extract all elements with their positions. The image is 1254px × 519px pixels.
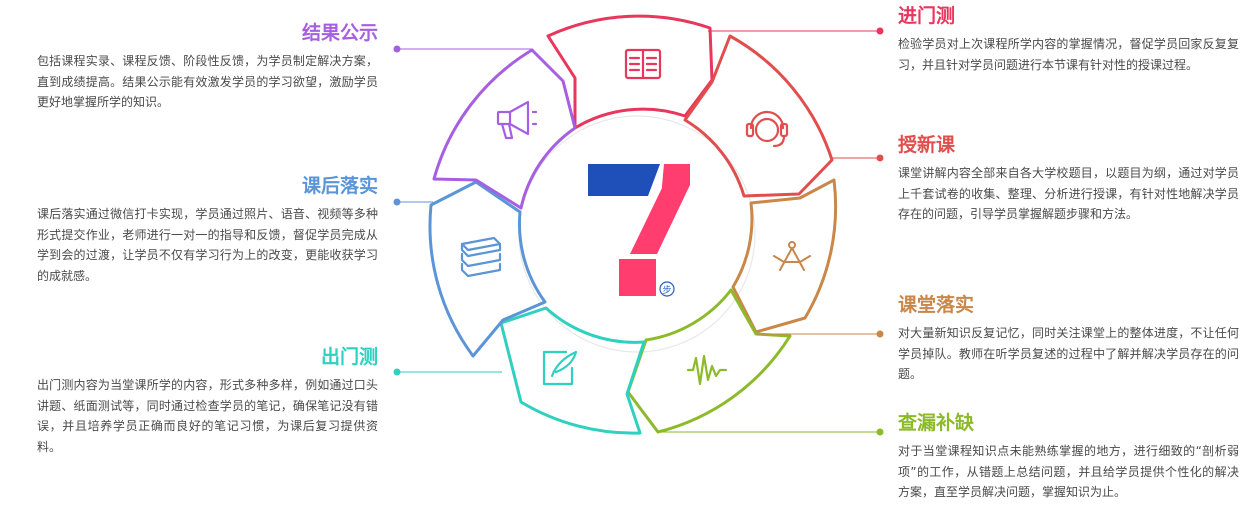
- step-description: 包括课程实录、课程反馈、阶段性反馈，为学员制定解决方案，直到成绩提高。结果公示能…: [37, 54, 378, 109]
- step-title: 课后落实: [301, 175, 378, 197]
- connector-ketangluoshi: [757, 330, 884, 338]
- book-stack-icon: [460, 236, 502, 278]
- step-jieguogongshi: 结果公示 包括课程实录、课程反馈、阶段性反馈，为学员制定解决方案，直到成绩提高。…: [37, 21, 378, 113]
- step-description: 对于当堂课程知识点未能熟练掌握的地方，进行细致的“剖析弱项”的工作，从错题上总结…: [898, 444, 1239, 499]
- step-title: 课堂落实: [898, 294, 975, 316]
- step-chaloubuque: 查漏补缺 对于当堂课程知识点未能熟练掌握的地方，进行细致的“剖析弱项”的工作，从…: [898, 411, 1239, 503]
- segment-chaloubuque: [626, 288, 792, 434]
- step-chumence: 出门测 出门测内容为当堂课所学的内容，形式多种多样，例如通过口头讲题、纸面测试等…: [37, 345, 378, 457]
- center-logo: 步: [588, 164, 690, 297]
- step-description: 出门测内容为当堂课所学的内容，形式多种多样，例如通过口头讲题、纸面测试等，同时通…: [37, 378, 378, 454]
- segment-jieguogongshi: [432, 48, 577, 210]
- segment-chumence: [499, 306, 646, 435]
- segment-jinmence: [546, 14, 714, 130]
- step-description: 检验学员对上次课程所学内容的掌握情况，督促学员回家反复复习，并且针对学员问题进行…: [898, 37, 1239, 72]
- headset-icon: [745, 110, 789, 148]
- connector-kehouluoshi: [393, 198, 433, 206]
- note-edit-icon: [542, 350, 578, 386]
- connector-shouxinke: [832, 154, 884, 162]
- segment-shouxinke: [683, 34, 834, 198]
- segment-ketangluoshi: [731, 178, 838, 334]
- connector-chaloubuque: [658, 428, 884, 436]
- connector-jieguogongshi: [393, 45, 533, 53]
- step-title: 结果公示: [301, 22, 378, 44]
- step-title: 授新课: [898, 134, 956, 156]
- step-ketangluoshi: 课堂落实 对大量新知识反复记忆，同时关注课堂上的整体进度，不让任何学员掉队。教师…: [898, 293, 1239, 385]
- step-kehouluoshi: 课后落实 课后落实通过微信打卡实现，学员通过照片、语音、视频等多种形式提交作业，…: [37, 174, 378, 286]
- step-title: 进门测: [898, 5, 956, 27]
- step-description: 课后落实通过微信打卡实现，学员通过照片、语音、视频等多种形式提交作业，老师进行一…: [37, 207, 378, 283]
- waveform-icon: [686, 354, 728, 386]
- connector-jinmence: [708, 27, 884, 35]
- step-shouxinke: 授新课 课堂讲解内容全部来自各大学校题目，以题目为纲，通过对学员上千套试卷的收集…: [898, 133, 1239, 225]
- step-title: 出门测: [320, 346, 378, 368]
- logo-badge-text: 步: [662, 285, 671, 296]
- connector-chumence: [393, 368, 502, 376]
- megaphone-icon: [496, 100, 538, 140]
- step-description: 课堂讲解内容全部来自各大学校题目，以题目为纲，通过对学员上千套试卷的收集、整理、…: [898, 166, 1239, 221]
- segment-kehouluoshi: [428, 180, 547, 358]
- step-jinmence: 进门测 检验学员对上次课程所学内容的掌握情况，督促学员回家反复复习，并且针对学员…: [898, 4, 1239, 75]
- step-title: 查漏补缺: [898, 412, 975, 434]
- step-description: 对大量新知识反复记忆，同时关注课堂上的整体进度，不让任何学员掉队。教师在听学员复…: [898, 326, 1239, 381]
- book-icon: [624, 48, 662, 80]
- compass-icon: [773, 241, 811, 271]
